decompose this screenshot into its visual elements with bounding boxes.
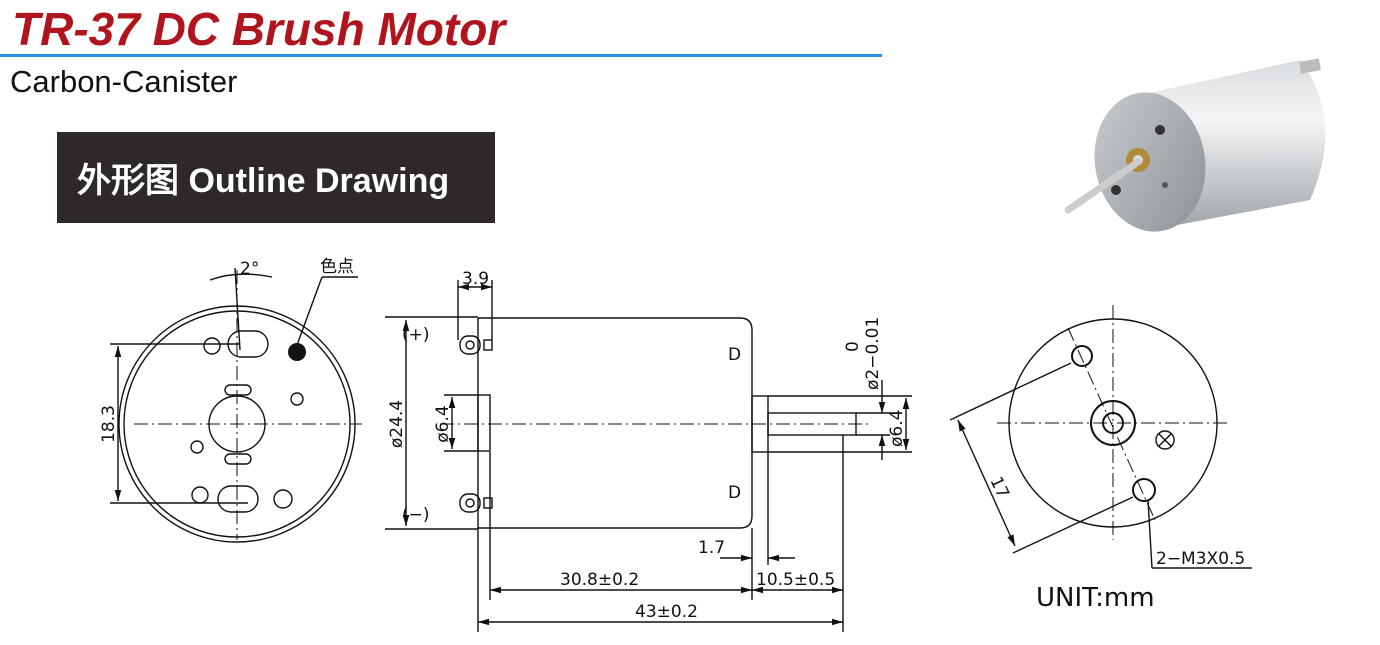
color-dot-label: 色点 [320,257,354,277]
product-title: TR-37 DC Brush Motor [12,3,506,55]
product-subtitle: Carbon-Canister [10,64,238,99]
shaft-length: 10.5±0.5 [756,570,835,590]
motor-photo [1064,58,1326,232]
body-mark-top: D [728,345,741,365]
terminal-dimension: 3.9 [462,269,489,289]
shaft-diameter: ø2−0.01 [863,317,883,390]
body-mark-bottom: D [728,483,741,503]
rear-view: 17 2−M3X0.5 UNIT:mm [949,305,1252,613]
boss-length: 1.7 [698,538,725,558]
side-view: ø6.4 ø24.4 (+) (−) 3.9 D D ø2−0.01 0 ø6.… [385,269,912,632]
thread-callout: 2−M3X0.5 [1156,549,1245,569]
angle-dimension: 2° [240,259,259,279]
color-dot [288,343,306,361]
section-label: 外形图 Outline Drawing [57,132,495,223]
negative-terminal-label: (−) [402,505,430,525]
hole-spacing: 17 [985,474,1012,502]
unit-label: UNIT:mm [1036,583,1155,613]
front-view: 色点 2° 18.3 [99,257,362,543]
shaft-boss-diameter: ø6.4 [887,410,907,447]
total-length: 43±0.2 [635,602,698,622]
shaft-tolerance-upper: 0 [843,341,863,352]
body-diameter: ø24.4 [387,400,407,448]
height-dimension: 18.3 [99,405,119,443]
body-length: 30.8±0.2 [560,570,639,590]
positive-terminal-label: (+) [402,325,430,345]
title-underline [0,54,882,57]
